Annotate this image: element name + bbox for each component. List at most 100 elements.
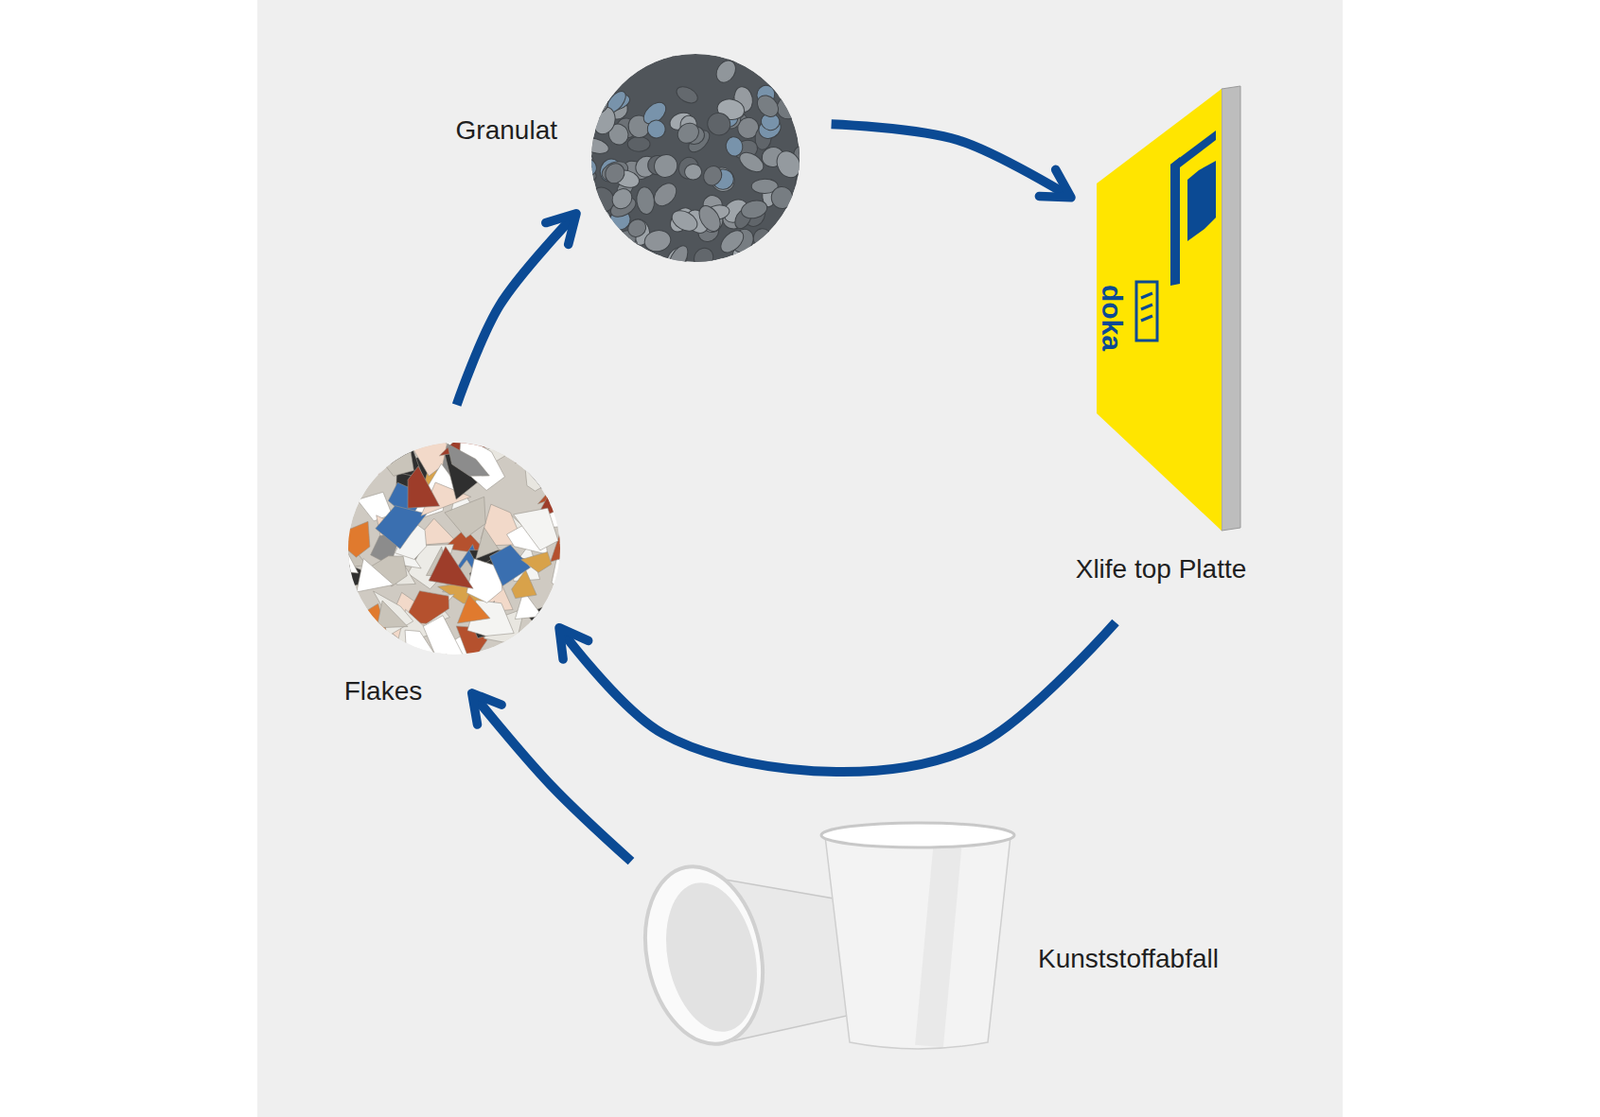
granule (795, 216, 821, 234)
plastic-waste: Kunststoffabfall (635, 819, 1020, 1055)
granule (770, 185, 794, 211)
granule (779, 220, 806, 249)
granulate-circle: Granulat (591, 53, 800, 263)
panel-face (1096, 88, 1222, 531)
granule (634, 186, 656, 216)
flake (444, 496, 486, 538)
cup-rim (630, 856, 779, 1056)
flake (531, 430, 565, 459)
node-label: Flakes (344, 675, 422, 708)
granule (578, 251, 600, 279)
granule (584, 236, 614, 267)
granule (668, 206, 701, 235)
granule (627, 136, 651, 152)
flake (520, 608, 553, 642)
flow-arrow (457, 213, 577, 405)
flake-ground (348, 442, 561, 655)
granule (654, 35, 678, 57)
flake (545, 482, 576, 505)
flake (407, 466, 440, 509)
flake (375, 446, 414, 476)
cup-shade (929, 840, 949, 1047)
granule (673, 83, 701, 106)
granule (782, 239, 810, 269)
flake-group (312, 408, 585, 676)
node-label: Xlife top Platte (1075, 553, 1248, 586)
granule (720, 38, 748, 66)
granule (675, 154, 702, 181)
granule (643, 116, 669, 141)
flake (551, 408, 581, 445)
granule (703, 108, 735, 140)
logo-text: doka (1097, 284, 1126, 352)
granule (608, 184, 636, 213)
granule (601, 159, 629, 188)
granule (749, 37, 785, 72)
lying-cup (630, 856, 856, 1056)
granule (753, 228, 774, 249)
node-label: Kunststoffabfall (1037, 943, 1219, 976)
flake (329, 448, 368, 485)
flake (334, 426, 370, 446)
flake (489, 545, 530, 587)
flake (356, 559, 394, 593)
plastic-waste-illustration (635, 819, 1020, 1055)
granule (651, 255, 673, 281)
flake (312, 533, 359, 574)
flow-arrow (831, 123, 1072, 198)
flake (539, 451, 572, 493)
granule (586, 237, 615, 265)
flake (551, 558, 584, 594)
granule (622, 33, 650, 61)
granule (712, 56, 740, 87)
granule (624, 215, 650, 241)
flake (481, 423, 513, 452)
flow-arrow (559, 622, 1116, 773)
cup-body (825, 836, 1011, 1050)
flake (347, 636, 387, 676)
granule (800, 151, 817, 180)
granule (567, 37, 598, 68)
node-label: Granulat (456, 114, 558, 147)
logo-gap (1193, 255, 1214, 275)
flake (373, 591, 414, 639)
granule (787, 44, 818, 73)
flake (537, 474, 573, 505)
granule (573, 43, 596, 73)
flake (513, 508, 559, 551)
granule (700, 162, 725, 189)
granule (772, 62, 796, 86)
granule (753, 90, 783, 121)
flake (351, 446, 387, 475)
granule (655, 30, 686, 60)
granule (780, 221, 802, 244)
logo-lines (1141, 293, 1153, 321)
granule (573, 155, 600, 180)
flakes-circle-illustration (348, 442, 561, 655)
cup-inside (652, 874, 770, 1041)
logo-bar (1170, 157, 1180, 286)
flake (376, 600, 408, 629)
granule (717, 226, 748, 257)
flake (447, 443, 491, 476)
flake (375, 506, 427, 550)
granule (575, 78, 595, 101)
flake (332, 521, 370, 558)
granule (794, 169, 818, 196)
granule (773, 252, 804, 278)
granule (724, 135, 745, 158)
granule (748, 240, 774, 266)
flakes-circle: Flakes (348, 442, 561, 655)
granule (650, 149, 683, 182)
logo-square (1136, 281, 1158, 341)
granule (741, 246, 773, 276)
flake (515, 424, 544, 464)
granule (799, 138, 817, 162)
granule (772, 146, 806, 182)
granule (607, 56, 633, 81)
granule (739, 197, 770, 221)
standing-cup (821, 823, 1015, 1050)
logo-bar (1170, 130, 1216, 168)
flake (523, 450, 562, 492)
